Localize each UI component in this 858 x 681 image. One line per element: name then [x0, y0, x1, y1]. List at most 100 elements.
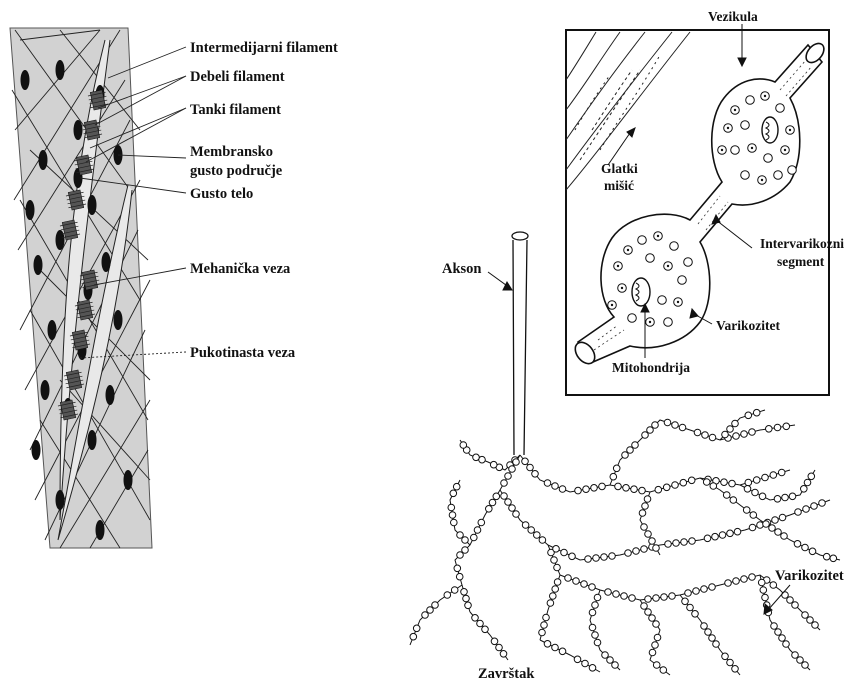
varicosity-bead: [663, 484, 670, 491]
varicosity-bead: [687, 604, 694, 611]
varicosity-bead: [559, 648, 566, 655]
varicosity-bead: [465, 602, 472, 609]
varicosity-bead: [679, 424, 686, 431]
vesicle-core: [784, 149, 786, 151]
varicosity-bead: [641, 546, 648, 553]
varicosity-bead: [669, 593, 676, 600]
vesicle: [764, 154, 773, 163]
varicosity-bead: [501, 480, 508, 487]
dense-body: [32, 440, 41, 460]
varicosity-bead: [594, 639, 601, 646]
varicosity-bead: [770, 472, 777, 479]
varicosity-bead: [779, 635, 786, 642]
varicosity-bead: [500, 651, 507, 658]
varicosity-bead: [775, 529, 782, 536]
vesicle-core: [627, 249, 629, 251]
varicosity-bead: [472, 615, 479, 622]
varicosity-bead: [653, 662, 660, 669]
vesicle: [788, 166, 797, 175]
varicosity-bead: [709, 434, 716, 441]
varicosity-bead: [462, 547, 469, 554]
varicosity-bead: [792, 602, 799, 609]
varicosity-bead: [602, 652, 609, 659]
axon-trunk-top: [512, 232, 528, 240]
varicosity-bead: [752, 489, 759, 496]
dense-body: [114, 310, 123, 330]
varicosity-bead: [727, 530, 734, 537]
vesicle: [646, 254, 655, 263]
varicosity-bead: [554, 579, 561, 586]
varicosity-bead: [585, 556, 592, 563]
varicosity-bead: [753, 477, 760, 484]
dense-body: [26, 200, 35, 220]
varicosity-bead: [823, 553, 830, 560]
varicosity-bead: [733, 578, 740, 585]
varicosity-bead: [622, 452, 629, 459]
varicosity-bead: [607, 657, 614, 664]
dense-body: [21, 70, 30, 90]
mitochondrion-upper: [762, 117, 778, 143]
varicosity-bead: [749, 429, 756, 436]
varicosity-bead: [413, 625, 420, 632]
varicosity-bead: [509, 466, 516, 473]
varicosity-bead: [745, 412, 752, 419]
varicosity-bead: [694, 429, 701, 436]
varicosity-bead: [642, 432, 649, 439]
vesicle-core: [727, 127, 729, 129]
varicosity-bead: [762, 474, 769, 481]
label-intermediate-filament: Intermedijarni filament: [190, 40, 338, 56]
vesicle: [670, 242, 679, 251]
vesicle-core: [721, 149, 723, 151]
varicosity-bead: [721, 479, 728, 486]
varicosity-bead: [565, 575, 572, 582]
varicosity-bead: [561, 549, 568, 556]
varicosity-bead: [802, 662, 809, 669]
varicosity-bead: [653, 595, 660, 602]
varicosity-bead: [621, 593, 628, 600]
varicosity-bead: [528, 527, 535, 534]
varicosity-bead: [422, 612, 429, 619]
varicosity-bead: [722, 431, 729, 438]
varicosity-bead: [592, 602, 599, 609]
dense-body: [34, 255, 43, 275]
varicosity-bead: [601, 554, 608, 561]
varicosity-bead: [660, 667, 667, 674]
varicosity-bead: [641, 524, 648, 531]
varicosity-bead: [702, 432, 709, 439]
varicosity-bead: [539, 629, 546, 636]
varicosity-bead: [583, 486, 590, 493]
varicosity-bead: [550, 593, 557, 600]
varicosity-bead: [450, 490, 457, 497]
varicosity-bead: [623, 485, 630, 492]
varicosity-bead: [783, 423, 790, 430]
varicosity-bead: [808, 473, 815, 480]
varicosity-bead: [652, 642, 659, 649]
varicosity-bead: [454, 565, 461, 572]
varicosity-bead: [779, 514, 786, 521]
varicosity-bead: [552, 644, 559, 651]
varicosity-bead: [645, 531, 652, 538]
vesicle-core: [667, 265, 669, 267]
varicosity-bead: [456, 573, 463, 580]
varicosity-inset-figure: Vezikula Glatki mišić Intervarikozni seg…: [566, 9, 844, 395]
dense-body: [56, 490, 65, 510]
varicosity-bead: [645, 596, 652, 603]
vesicle: [684, 258, 693, 267]
varicosity-bead: [644, 496, 651, 503]
varicosity-bead: [795, 509, 802, 516]
vesicle: [664, 318, 673, 327]
varicosity-bead: [501, 493, 508, 500]
dense-body: [56, 230, 65, 250]
axon-trunk: [513, 240, 527, 455]
varicosity-bead: [704, 535, 711, 542]
varicosity-bead: [575, 487, 582, 494]
varicosity-bead: [593, 555, 600, 562]
varicosity-bead: [553, 546, 560, 553]
varicosity-bead: [453, 483, 460, 490]
axon-branch: [760, 575, 810, 670]
smooth-muscle-cells-figure: Intermedijarni filament Debeli filament …: [10, 28, 338, 548]
varicosity-bead: [741, 576, 748, 583]
varicosity-bead: [449, 512, 456, 519]
varicosity-bead: [462, 537, 469, 544]
varicosity-bead: [486, 506, 493, 513]
